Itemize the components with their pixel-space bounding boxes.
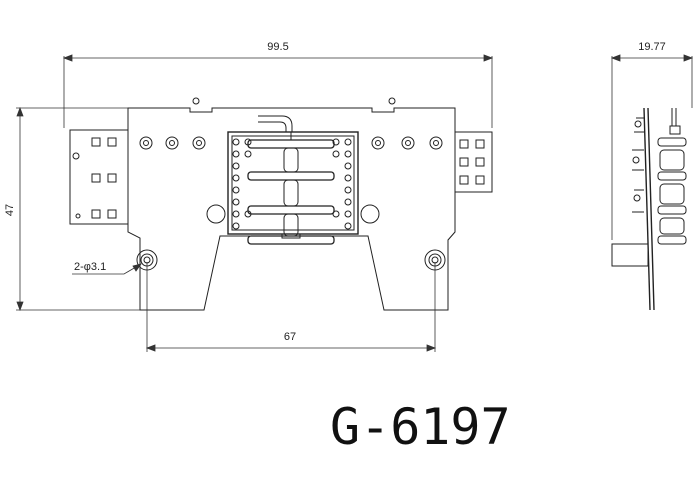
upper-screws — [139, 136, 443, 150]
part-number: G-6197 — [330, 398, 511, 456]
right-bracket-slot — [475, 175, 485, 185]
dim-label-overall-width: 99.5 — [267, 41, 288, 53]
right-bracket-slot — [459, 157, 469, 167]
left-bracket-slot — [107, 137, 117, 147]
main-plate-outline — [127, 107, 456, 311]
block-holes — [232, 138, 352, 230]
left-bracket-hole — [72, 152, 80, 160]
right-bracket-slot — [475, 139, 485, 149]
plate-round-hole-left — [206, 204, 226, 224]
tremolo-block-inner — [231, 135, 355, 231]
dim-label-hole-spacing: 67 — [284, 331, 296, 343]
top-notch-hole-right — [388, 97, 396, 105]
plate-round-hole-right — [360, 204, 380, 224]
left-bracket-slot — [107, 209, 117, 219]
dim-label-hole-callout: 2-φ3.1 — [74, 261, 106, 273]
top-notch-hole-left — [192, 97, 200, 105]
right-bracket-slot — [459, 175, 469, 185]
dim-label-overall-height: 47 — [4, 204, 16, 216]
side-view — [611, 107, 687, 311]
left-bracket-slot — [91, 137, 101, 147]
right-bracket-slot — [475, 157, 485, 167]
tremolo-block — [227, 131, 359, 235]
left-bracket-slot — [91, 209, 101, 219]
block-stem — [281, 233, 301, 239]
right-bracket-slot — [459, 139, 469, 149]
right-bracket — [454, 131, 493, 193]
spring-bars — [247, 139, 335, 245]
left-bracket-hole — [75, 213, 81, 219]
tube-fitting — [258, 115, 293, 132]
left-bracket-slot — [91, 173, 101, 183]
left-bracket — [69, 129, 129, 225]
dim-label-side-depth: 19.77 — [638, 41, 666, 53]
left-bracket-slot — [107, 173, 117, 183]
spring-stack — [283, 132, 299, 237]
